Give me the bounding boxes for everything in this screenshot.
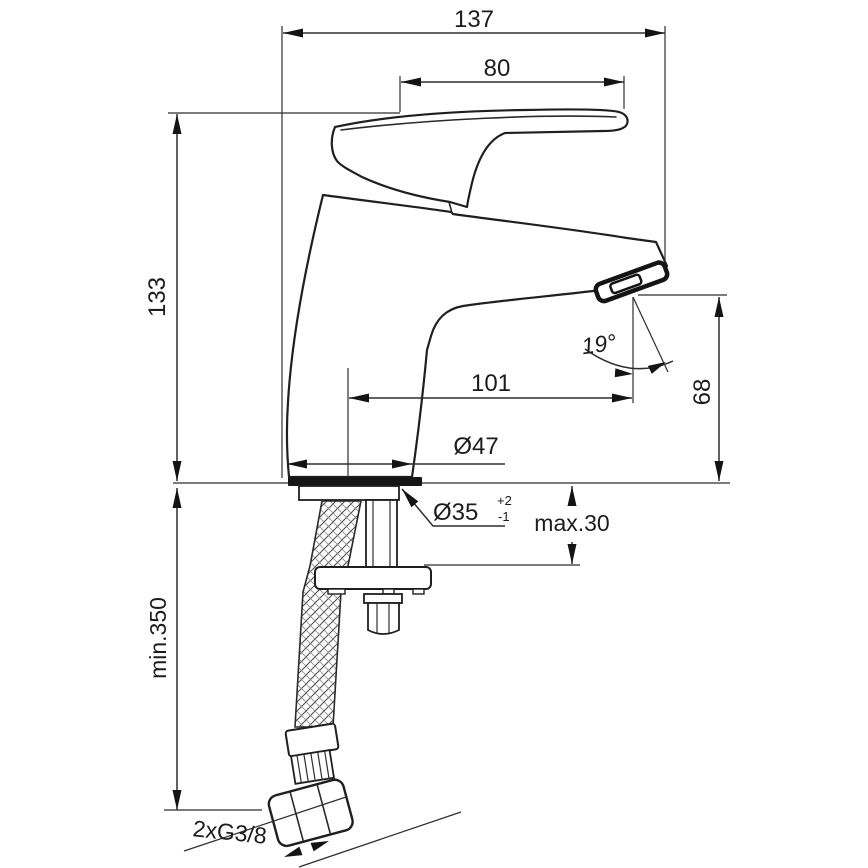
handle-outline bbox=[330, 108, 629, 209]
dimension-137 bbox=[283, 28, 665, 38]
supply-hose bbox=[294, 500, 362, 728]
coupling-nut bbox=[267, 778, 354, 848]
dimension-max30 bbox=[567, 486, 577, 564]
faucet-body bbox=[285, 193, 669, 479]
threaded-shank bbox=[365, 499, 398, 569]
label-total-projection: 137 bbox=[454, 6, 494, 33]
dimension-d47 bbox=[287, 459, 505, 469]
label-hole-tol-lower: -1 bbox=[498, 509, 510, 524]
handle-body-step bbox=[448, 201, 453, 214]
mounting-plate bbox=[314, 566, 432, 595]
dimension-g38 bbox=[284, 841, 329, 857]
label-spout-angle: 19° bbox=[580, 329, 618, 360]
plate-tab bbox=[327, 588, 346, 595]
dimension-80 bbox=[401, 77, 624, 87]
dimension-min350 bbox=[172, 488, 182, 810]
ext-nut-right bbox=[298, 811, 462, 868]
ext-spout-angle-ray bbox=[632, 296, 669, 373]
dimension-101 bbox=[349, 393, 632, 403]
label-max-deck-thickness: max.30 bbox=[534, 510, 609, 536]
hose-ribbed-section bbox=[290, 749, 335, 785]
label-min-hose-length: min.350 bbox=[145, 597, 171, 679]
label-handle-length: 80 bbox=[484, 55, 511, 82]
faucet-body-outline bbox=[285, 193, 669, 479]
faucet-handle bbox=[330, 108, 629, 214]
label-hole-tol-upper: +2 bbox=[497, 493, 512, 508]
dimension-68 bbox=[714, 297, 724, 481]
base-flange bbox=[298, 485, 400, 501]
label-spout-outlet-height: 68 bbox=[689, 379, 716, 406]
fixing-nut bbox=[363, 593, 403, 635]
label-mounting-hole-diameter: Ø35 bbox=[433, 499, 478, 526]
label-spout-reach: 101 bbox=[471, 370, 511, 397]
label-body-height: 133 bbox=[144, 277, 171, 317]
label-supply-connection: 2xG3/8 bbox=[192, 815, 268, 849]
dimension-angle-19 bbox=[584, 348, 674, 378]
dimension-133 bbox=[172, 114, 182, 481]
braided-hose bbox=[294, 500, 362, 728]
base-gasket bbox=[288, 477, 422, 486]
plate-tab bbox=[412, 588, 425, 595]
aerator bbox=[593, 260, 670, 304]
ext-nut-left bbox=[183, 796, 347, 852]
handle-blade-line bbox=[340, 115, 617, 131]
dimension-d35-leader bbox=[401, 488, 505, 527]
label-base-diameter: Ø47 bbox=[453, 433, 498, 460]
aerator-slot bbox=[609, 273, 643, 295]
extension-lines bbox=[164, 26, 727, 868]
